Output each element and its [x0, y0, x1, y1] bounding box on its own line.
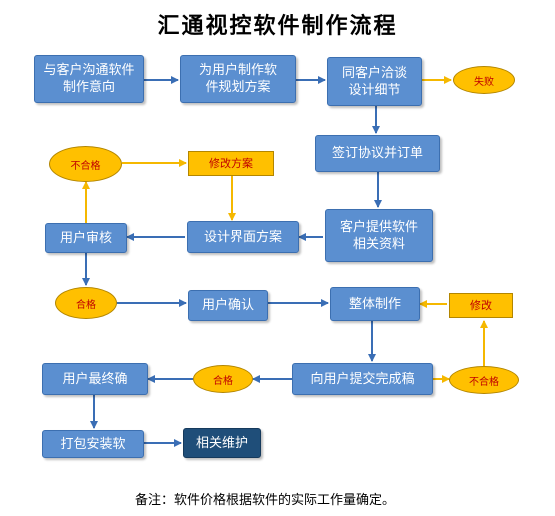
step-communicate-intent: 与客户沟通软件 制作意向 [34, 55, 144, 103]
step-maintenance: 相关维护 [183, 428, 261, 458]
step-discuss-details: 同客户洽谈 设计细节 [327, 57, 422, 106]
outcome-pass-2: 合格 [193, 365, 253, 393]
step-design-interface: 设计界面方案 [187, 221, 299, 253]
step-planning-scheme: 为用户制作软 件规划方案 [180, 55, 296, 103]
outcome-reject-1: 不合格 [49, 146, 122, 182]
step-modify: 修改 [449, 293, 513, 318]
outcome-fail: 失败 [453, 66, 515, 94]
step-user-final-confirm: 用户最终确 [42, 363, 148, 395]
outcome-reject-2: 不合格 [449, 366, 519, 394]
footnote: 备注：软件价格根据软件的实际工作量确定。 [135, 493, 396, 508]
diagram-title: 汇通视控软件制作流程 [157, 13, 398, 39]
outcome-pass-1: 合格 [55, 287, 117, 319]
step-submit-final-draft: 向用户提交完成稿 [292, 363, 433, 395]
step-package-install: 打包安装软 [42, 430, 144, 458]
step-user-confirm: 用户确认 [188, 290, 268, 321]
step-modify-plan: 修改方案 [188, 151, 274, 176]
step-overall-production: 整体制作 [330, 287, 420, 321]
step-client-materials: 客户提供软件 相关资料 [325, 209, 433, 262]
step-user-review: 用户审核 [45, 223, 127, 253]
step-sign-agreement: 签订协议并订单 [315, 135, 440, 172]
